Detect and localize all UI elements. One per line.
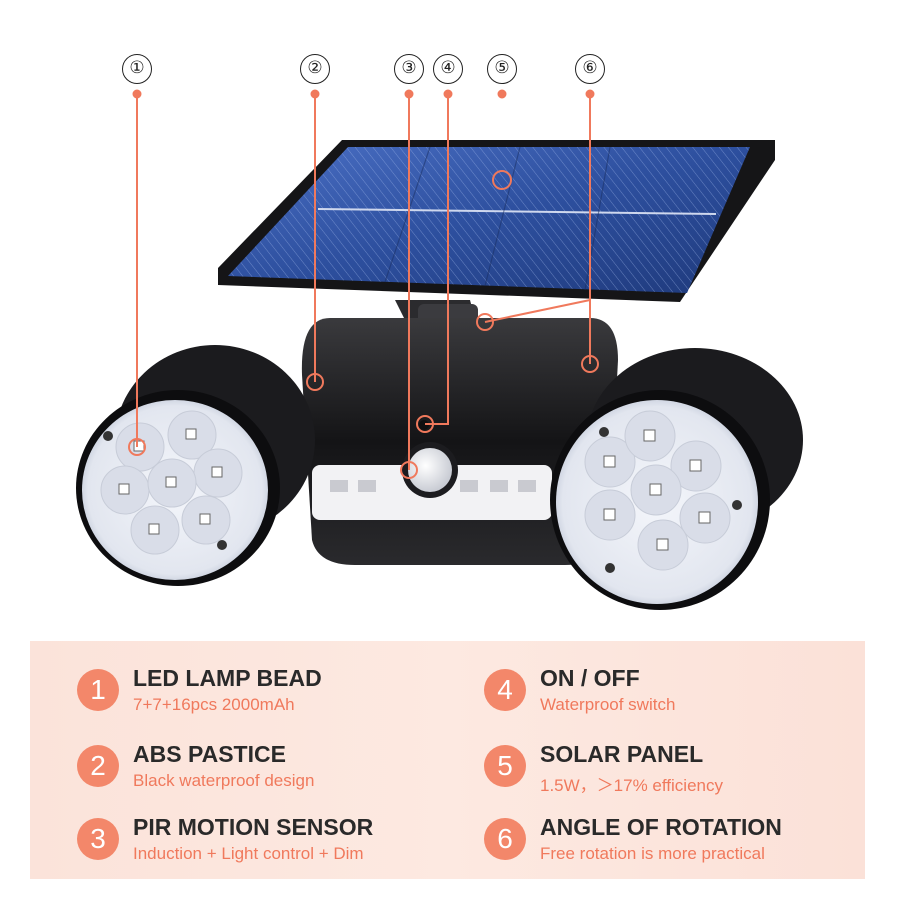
feature-solar-panel: 5 SOLAR PANEL 1.5W，＞17% efficiency (484, 741, 844, 801)
feature-on-off: 4 ON / OFF Waterproof switch (484, 665, 844, 725)
solar-panel (218, 140, 775, 302)
left-lamp (76, 345, 315, 586)
target-rings (128, 170, 599, 479)
number-badge: 5 (484, 745, 526, 787)
number-badge: 1 (77, 669, 119, 711)
feature-title: ABS PASTICE (133, 741, 286, 767)
feature-title: LED LAMP BEAD (133, 665, 322, 691)
callout-2: ② (300, 54, 330, 84)
feature-title: ON / OFF (540, 665, 640, 691)
product-illustration (76, 89, 803, 610)
feature-abs-plastic: 2 ABS PASTICE Black waterproof design (77, 741, 437, 801)
feature-title: ANGLE OF ROTATION (540, 814, 782, 840)
feature-description: Black waterproof design (133, 771, 315, 790)
feature-description: 7+7+16pcs 2000mAh (133, 695, 295, 714)
number-badge: 2 (77, 745, 119, 787)
feature-description: Induction + Light control + Dim (133, 844, 364, 863)
number-badge: 6 (484, 818, 526, 860)
feature-title: PIR MOTION SENSOR (133, 814, 374, 840)
callout-1: ① (122, 54, 152, 84)
main-body (301, 318, 618, 565)
feature-led-lamp-bead: 1 LED LAMP BEAD 7+7+16pcs 2000mAh (77, 665, 437, 725)
number-badge: 4 (484, 669, 526, 711)
feature-title: SOLAR PANEL (540, 741, 704, 767)
leader-markers (132, 89, 595, 99)
feature-description: 1.5W，＞17% efficiency (540, 776, 723, 795)
callout-3: ③ (394, 54, 424, 84)
feature-angle-of-rotation: 6 ANGLE OF ROTATION Free rotation is mor… (484, 814, 844, 874)
feature-panel: 1 LED LAMP BEAD 7+7+16pcs 2000mAh 2 ABS … (30, 641, 865, 879)
feature-description: Free rotation is more practical (540, 844, 765, 863)
feature-pir-motion-sensor: 3 PIR MOTION SENSOR Induction + Light co… (77, 814, 437, 874)
callout-6: ⑥ (575, 54, 605, 84)
right-lamp (550, 348, 803, 610)
feature-description: Waterproof switch (540, 695, 676, 714)
callout-4: ④ (433, 54, 463, 84)
callout-5: ⑤ (487, 54, 517, 84)
number-badge: 3 (77, 818, 119, 860)
